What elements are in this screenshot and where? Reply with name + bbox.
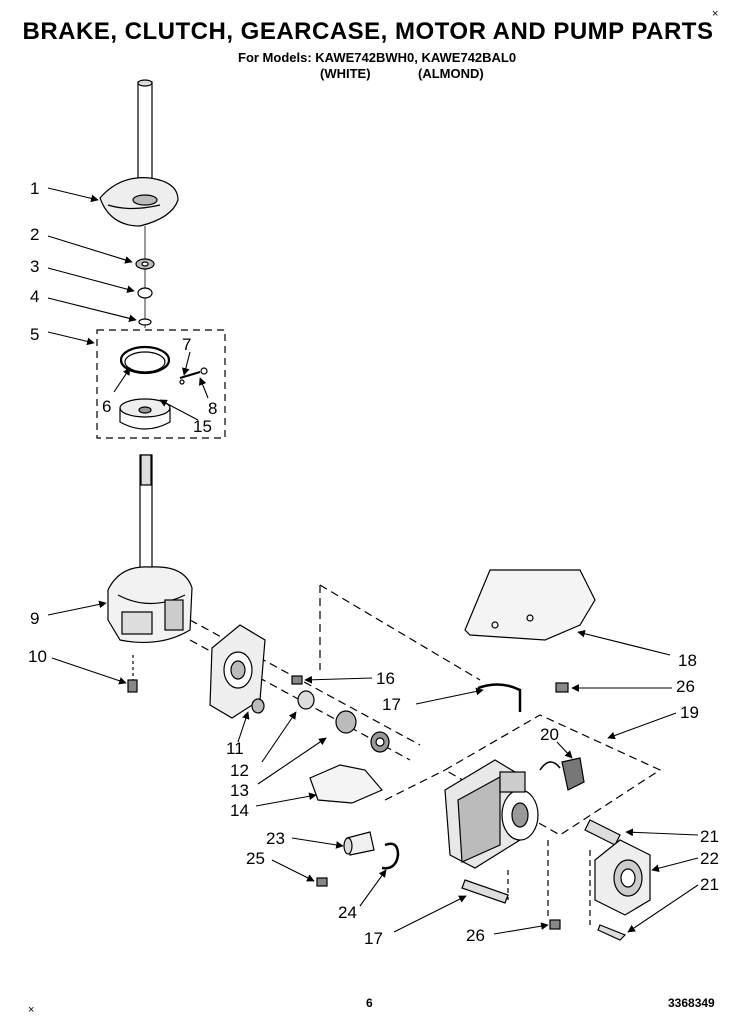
callout-17-upper: 17	[382, 695, 401, 714]
pump-clip-lower-part	[597, 924, 627, 941]
leader-3	[47, 267, 135, 293]
leader-10	[51, 657, 127, 685]
callout-2: 2	[30, 225, 39, 244]
leader-18	[577, 629, 671, 656]
color-white-label: (WHITE)	[320, 66, 371, 81]
callout-9: 9	[30, 609, 39, 628]
callout-23: 23	[266, 829, 285, 848]
screw-25-part	[316, 877, 328, 887]
callout-17-lower: 17	[364, 929, 383, 948]
small-ring-part	[138, 318, 152, 326]
callout-15: 15	[193, 417, 212, 436]
leader-14	[255, 792, 317, 807]
callout-18: 18	[678, 651, 697, 670]
leader-22	[651, 857, 699, 872]
motor-pad-part	[464, 569, 596, 641]
capacitor-strap-part	[381, 842, 400, 870]
corner-mark-top-right: ×	[712, 8, 719, 20]
leader-12	[261, 711, 297, 763]
leader-17-upper	[415, 687, 484, 705]
leader-1	[47, 187, 99, 203]
brake-cam-part	[99, 177, 179, 227]
leader-11	[237, 711, 250, 743]
callout-20: 20	[540, 725, 559, 744]
shaft-top	[137, 79, 153, 193]
pump-part	[594, 839, 651, 916]
clutch-spring-part	[119, 345, 171, 375]
callout-11: 11	[226, 739, 244, 758]
leader-17-lower	[393, 895, 467, 933]
callout-16: 16	[376, 669, 395, 688]
diagram-part-number: 3368349	[668, 996, 715, 1010]
motor-mount-bar	[461, 879, 509, 904]
leader-9	[47, 600, 107, 616]
callout-21-lower: 21	[700, 875, 719, 894]
motor-part	[444, 759, 539, 869]
callout-21-upper: 21	[700, 827, 719, 846]
leader-25	[271, 859, 315, 882]
callout-12: 12	[230, 761, 249, 780]
leader-6	[113, 367, 131, 393]
callout-10: 10	[28, 647, 47, 666]
leader-15	[159, 399, 199, 421]
leader-4	[47, 297, 137, 323]
callout-19: 19	[680, 703, 699, 722]
mounting-plate-part	[209, 624, 266, 719]
pump-clip-part	[584, 819, 621, 846]
callout-1: 1	[30, 179, 39, 198]
capacitor-part	[343, 831, 375, 856]
brake-assembly-box	[96, 329, 226, 439]
leader-2	[47, 235, 133, 264]
callout-26-lower: 26	[466, 926, 485, 945]
screw-16-part	[291, 675, 303, 685]
gearcase-part	[107, 566, 193, 644]
leader-20	[556, 741, 573, 759]
bushing-part	[251, 698, 265, 714]
coupler-part	[335, 710, 357, 734]
callout-6: 6	[102, 397, 111, 416]
shield-part	[309, 764, 383, 804]
models-line: For Models: KAWE742BWH0, KAWE742BAL0	[238, 50, 517, 65]
color-almond-label: (ALMOND)	[418, 66, 484, 81]
callout-8: 8	[208, 399, 217, 418]
callout-5: 5	[30, 325, 39, 344]
leader-7	[182, 351, 191, 376]
motor-mount-rod	[477, 683, 522, 712]
leader-8	[198, 377, 209, 399]
coupler-hub-part	[297, 690, 315, 710]
callout-14: 14	[230, 801, 249, 820]
page-title: BRAKE, CLUTCH, GEARCASE, MOTOR AND PUMP …	[22, 18, 714, 45]
corner-mark-bottom-left: ×	[28, 1004, 35, 1016]
leader-16	[304, 675, 373, 684]
leader-26-lower	[493, 922, 549, 935]
screw-part	[127, 655, 138, 693]
leader-24	[359, 869, 387, 907]
callout-25: 25	[246, 849, 265, 868]
page-number: 6	[366, 996, 373, 1010]
leader-5	[47, 331, 95, 346]
callout-22: 22	[700, 849, 719, 868]
callout-24: 24	[338, 903, 357, 922]
motor-switch-part	[561, 757, 585, 791]
callout-3: 3	[30, 257, 39, 276]
leader-23	[291, 837, 344, 849]
leader-21-upper	[625, 828, 699, 837]
callout-13: 13	[230, 781, 249, 800]
screw-26-part	[555, 682, 569, 693]
leader-19	[607, 712, 677, 740]
leader-21-lower	[627, 884, 699, 933]
screw-26-lower-part	[549, 919, 561, 930]
pin-part	[179, 371, 201, 379]
callout-7: 7	[182, 335, 191, 354]
retainer-ring-part	[137, 287, 153, 299]
leader-13	[257, 737, 327, 785]
callout-26-upper: 26	[676, 677, 695, 696]
callout-4: 4	[30, 287, 39, 306]
